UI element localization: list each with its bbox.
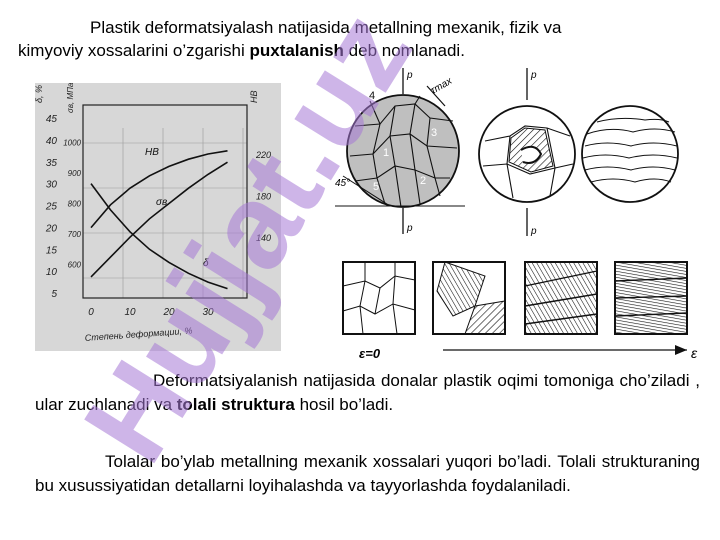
delta-tick-label: 15 [46, 245, 58, 256]
delta-tick-label: 5 [51, 289, 57, 300]
delta-curve [90, 183, 228, 290]
sigma-tick-label: 600 [68, 261, 82, 270]
paragraph-deformation-end: hosil bo’ladi. [294, 395, 394, 414]
tau-max-label: τmax [429, 75, 455, 96]
hb-tick-label: 140 [256, 233, 271, 243]
grain-number-4: 4 [369, 90, 375, 102]
load-label-p-3: p [530, 70, 537, 81]
load-label-p-2: p [406, 223, 413, 234]
delta-curve-label: δ [203, 258, 209, 269]
paragraph-deformation-text: Deformatsiyalanish natijasida donalar pl… [35, 371, 700, 414]
left-axis-label: δ, % [35, 85, 44, 103]
delta-tick-label: 10 [46, 267, 58, 278]
x-tick-label: 0 [88, 307, 94, 318]
hb-curve-label: HB [145, 147, 159, 158]
intro-line-2-end: deb nomlanadi. [343, 41, 465, 60]
elongated-grains-circle [581, 105, 679, 203]
undeformed-grains-circle: p p τmax 45° 1 2 3 4 5 [335, 68, 465, 234]
grain-number-2: 2 [420, 175, 426, 187]
microstructure-diagram: p p τmax 45° 1 2 3 4 5 p p [335, 68, 698, 361]
sigma-tick-label: 700 [68, 230, 82, 239]
sigma-tick-label: 800 [68, 200, 82, 209]
slip-grains-circle: p p [478, 68, 576, 237]
epsilon-zero-label: ε=0 [359, 346, 381, 361]
hb-curve [90, 150, 228, 229]
graph-gridlines [82, 128, 247, 298]
delta-tick-label: 25 [45, 202, 58, 213]
delta-axis-ticks: 5 10 15 20 25 30 35 40 45 [45, 114, 58, 300]
intro-line-2-start: kimyoviy xossalarini o’zgarishi [18, 41, 250, 60]
paragraph-deformation: Deformatsiyalanish natijasida donalar pl… [35, 369, 700, 417]
sigma-axis-ticks: 600 700 800 900 1000 [63, 138, 81, 269]
structure-squares [342, 261, 688, 335]
hb-tick-label: 220 [255, 150, 271, 160]
hb-tick-label: 180 [256, 192, 271, 202]
x-tick-label: 20 [162, 307, 175, 318]
intro-paragraph: Plastik deformatsiyalash natijasida meta… [18, 16, 708, 62]
deformation-properties-graph: 5 10 15 20 25 30 35 40 45 600 700 800 900 1000 140 18… [35, 83, 281, 351]
strain-arrow-head [675, 345, 687, 355]
delta-tick-label: 45 [46, 114, 58, 125]
grain-number-5: 5 [373, 181, 379, 193]
delta-tick-label: 35 [46, 158, 58, 169]
angle-label: 45° [335, 178, 350, 189]
delta-tick-label: 30 [46, 180, 58, 191]
left-axis-label-2: σв, МПа [66, 83, 75, 113]
x-tick-label: 10 [124, 307, 136, 318]
hb-axis-ticks: 140 180 220 [255, 150, 271, 243]
intro-term-puxtalanish: puxtalanish [249, 41, 344, 60]
right-axis-label: HB [249, 90, 259, 103]
load-label-p-4: p [530, 226, 537, 237]
epsilon-label: ε [691, 345, 698, 361]
sigma-tick-label: 900 [68, 169, 82, 178]
graph-frame [82, 104, 248, 299]
load-label-p-1: p [406, 70, 413, 81]
graph-background [35, 83, 281, 351]
paragraph-fibers: Tolalar bo’ylab metallning mexanik xossa… [35, 450, 700, 498]
term-tolali-struktura: tolali struktura [176, 395, 295, 414]
grain-number-3: 3 [431, 127, 437, 139]
x-tick-label: 30 [202, 307, 214, 318]
grain-number-1: 1 [383, 147, 389, 159]
delta-tick-label: 20 [45, 223, 58, 234]
graph-curves [90, 150, 228, 290]
intro-line-1: Plastik deformatsiyalash natijasida meta… [90, 18, 562, 37]
sigma-curve [90, 161, 228, 278]
delta-tick-label: 40 [46, 136, 58, 147]
paragraph-fibers-text: Tolalar bo’ylab metallning mexanik xossa… [35, 452, 700, 495]
x-axis-ticks: 0 10 20 30 [88, 307, 214, 318]
sigma-curve-label: σв [156, 197, 167, 208]
sigma-tick-label: 1000 [63, 138, 81, 147]
